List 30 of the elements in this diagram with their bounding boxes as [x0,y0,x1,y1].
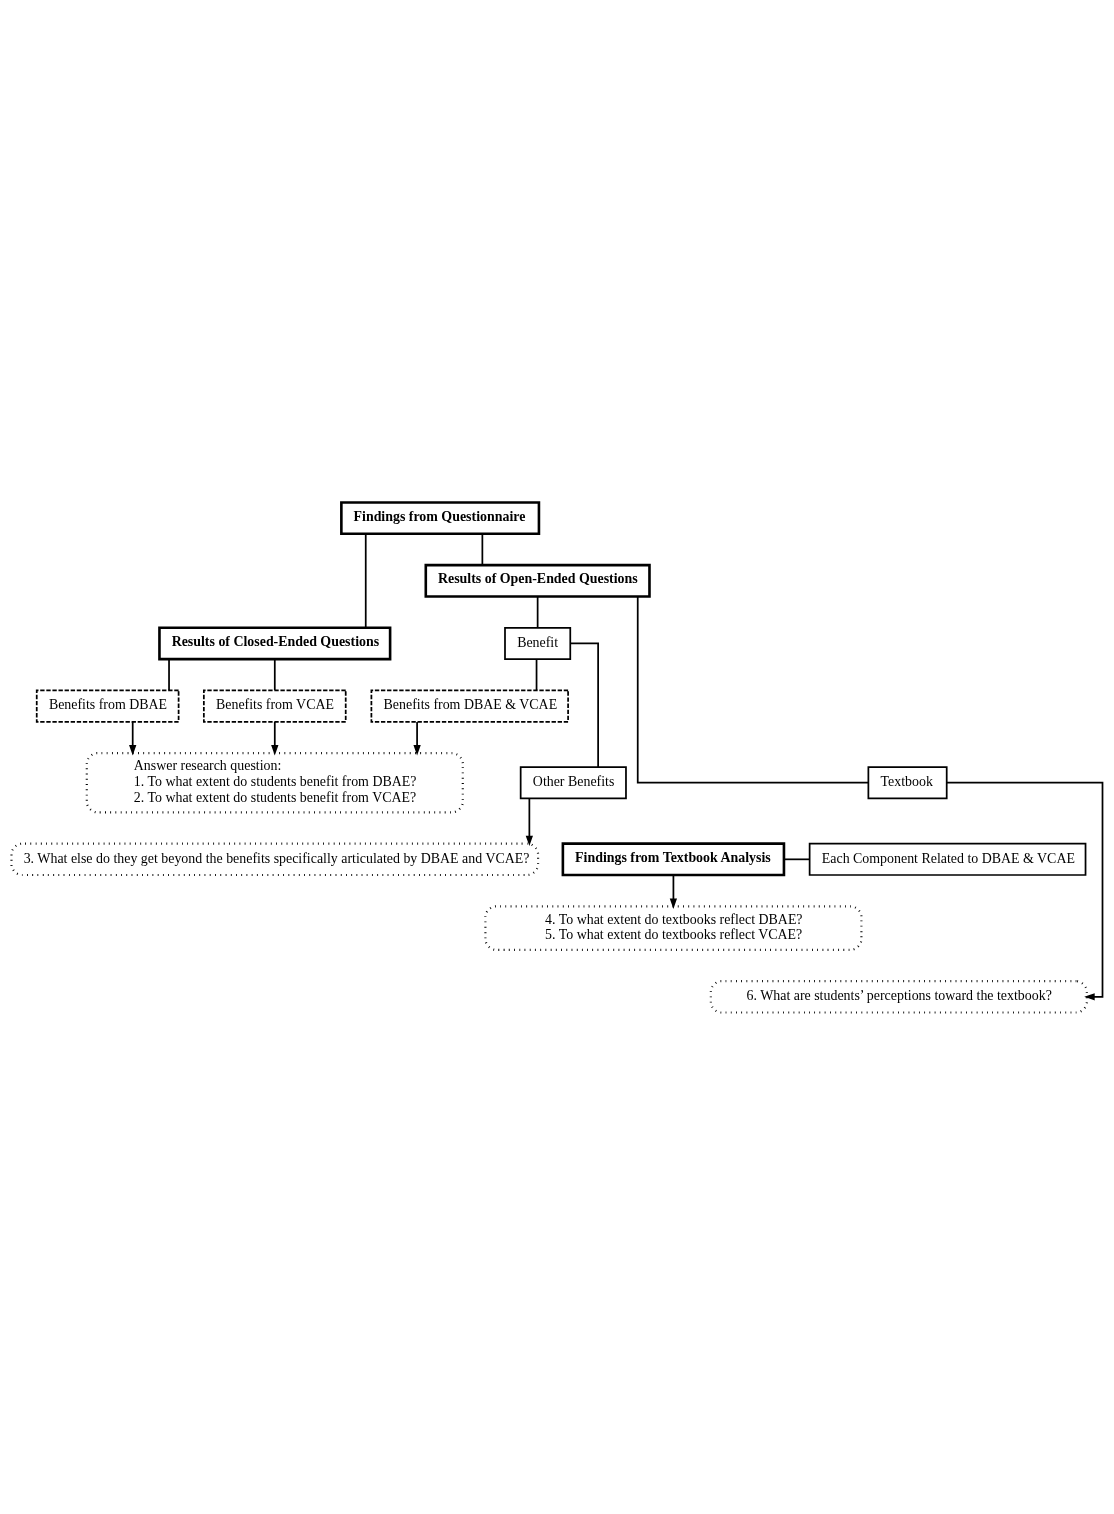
arrow [413,720,421,756]
arrow [129,720,137,756]
node-box: Results of Open-Ended Questions [424,563,651,598]
node-box: Other Benefits [519,765,627,799]
node-box: Findings from Questionnaire [340,500,541,535]
connector [168,657,170,691]
connector [364,532,367,629]
connector [569,642,599,768]
connector [535,657,538,691]
node-box: 6. What are students’ perceptions toward the textbook? [709,979,1088,1014]
arrow [271,720,279,756]
node-box: Benefits from VCAE [203,689,347,723]
node-box: Results of Closed-Ended Questions [158,626,392,660]
node-box: 3. What else do they get beyond the benefits specifically articulated by DBAE and VCAE? [10,842,540,876]
connector [536,595,539,628]
node-box: Answer research question: 1. To what extent do students benefit from DBAE? 2. To what extent do students benefit from VCAE? [85,751,464,813]
node-box: Findings from Textbook Analysis [561,841,786,876]
connector [636,595,870,784]
node-box: Benefit [504,626,572,660]
arrow [525,797,534,846]
arrow [669,873,678,909]
node-box: Textbook [867,765,948,799]
node-box: Each Component Related to DBAE & VCAE [808,842,1087,876]
connector [481,532,484,566]
node-box: Benefits from DBAE [35,689,180,723]
arrow [945,781,1104,1000]
node-box: 4. To what extent do textbooks reflect DBAE? 5. To what extent do textbooks reflect VCAE? [484,904,863,951]
node-box: Benefits from DBAE & VCAE [370,689,569,723]
connector [273,657,276,691]
connector [783,857,811,860]
